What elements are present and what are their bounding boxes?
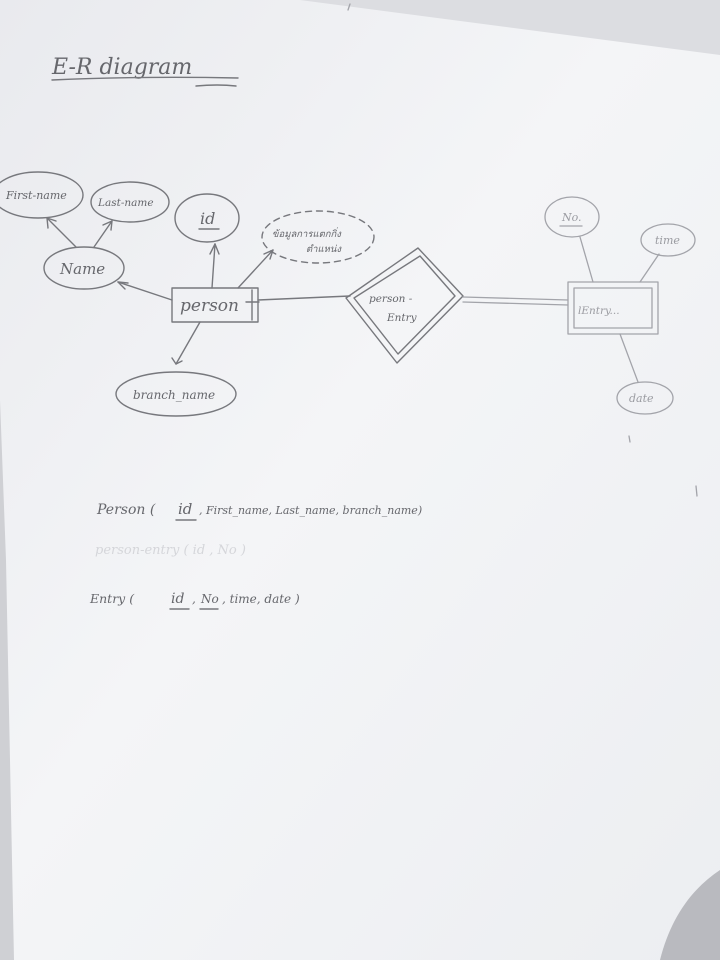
svg-text:Last-name: Last-name [97,197,154,209]
svg-text:No.: No. [561,211,582,224]
svg-text:time: time [655,234,680,247]
svg-text:person: person [180,296,239,316]
svg-text:person -: person - [369,293,413,305]
weak-entity-entry: lEntry... [462,281,659,335]
attribute-thai-note: ข้อมูลการแตกกิ่ง ตำแหน่ง [261,210,375,264]
cable-shadow [660,870,720,960]
attribute-time: time [640,223,696,257]
paper-top-edge [300,0,720,55]
svg-text:Entry: Entry [386,312,418,324]
attribute-id-key: id [174,193,240,243]
attribute-date: date [616,381,674,415]
svg-text:Entry (: Entry ( [89,591,135,606]
svg-text:, First_name, Last_name, branc: , First_name, Last_name, branch_name) [199,504,422,517]
svg-text:id: id [178,500,192,518]
schema-person: Person ( id , First_name, Last_name, bra… [96,500,422,521]
attribute-last-name: Last-name [90,181,170,223]
stray-marks [347,3,698,497]
entity-person: person [171,287,259,323]
entry-connectors [579,236,660,383]
svg-text:ข้อมูลการแตกกิ่ง: ข้อมูลการแตกกิ่ง [272,227,342,240]
svg-text:lEntry...: lEntry... [578,305,620,317]
svg-text:ตำแหน่ง: ตำแหน่ง [306,244,342,255]
svg-text:E-R diagram: E-R diagram [51,55,192,80]
svg-text:Name: Name [59,260,105,278]
attribute-name: Name [43,246,125,290]
svg-text:First-name: First-name [5,189,67,202]
schema-entry: Entry ( id , No , time, date ) [89,591,300,610]
svg-text:id: id [171,591,184,607]
svg-text:id: id [200,209,215,228]
svg-text:Person (: Person ( [96,502,156,518]
person-connectors [46,217,351,365]
svg-text:No: No [200,592,219,606]
svg-text:, time, date ): , time, date ) [222,592,300,606]
attribute-no-key: No. [544,196,600,238]
schema-faint-line: person-entry ( id , No ) [95,543,246,558]
title: E-R diagram [51,55,239,87]
attribute-first-name: First-name [0,171,84,219]
svg-text:date: date [629,392,654,405]
attribute-branch-name: branch_name [115,371,237,417]
svg-text:branch_name: branch_name [133,388,215,402]
relationship-person-entry: person - Entry [345,247,464,364]
svg-text:,: , [192,592,196,606]
